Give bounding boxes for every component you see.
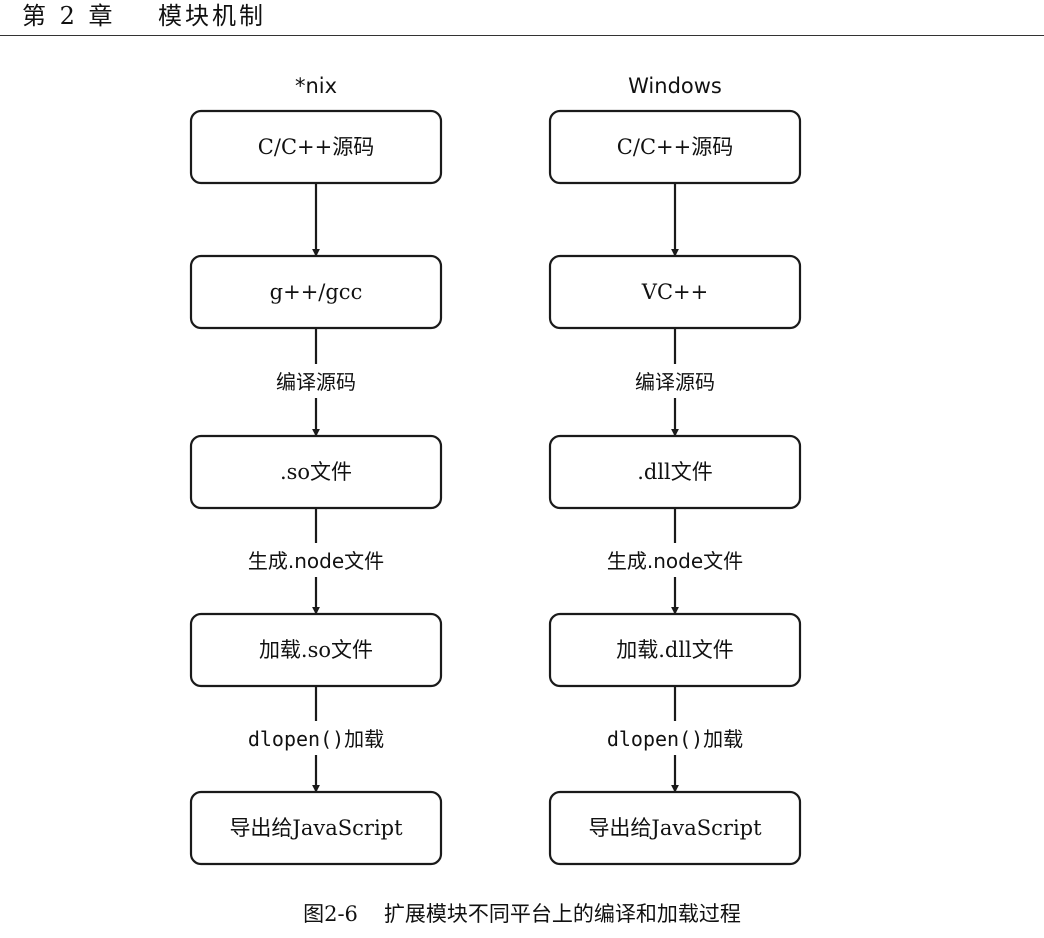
header-rule [0,35,1044,36]
flow-node-label-left-1: C/C++源码 [258,135,374,159]
chapter-number: 第 2 章 [22,2,116,30]
column-title-right: Windows [628,74,722,98]
flow-edge-label-left-3: 生成.node文件 [248,549,384,573]
flow-edge-label-left-2: 编译源码 [276,370,356,394]
flow-node-label-left-2: g++/gcc [270,280,363,304]
flow-node-label-right-3: .dll文件 [637,460,713,484]
flow-edge-code-left-4: dlopen() [248,727,344,751]
flow-edge-text-left-4: 加载 [344,727,384,751]
running-header: 第 2 章 模块机制 [22,0,266,32]
flow-edge-label-right-4: dlopen()加载 [607,727,743,751]
column-title-left: *nix [295,74,337,98]
figure-caption: 图2-6 扩展模块不同平台上的编译和加载过程 [0,898,1044,928]
flow-node-label-right-2: VC++ [641,280,708,304]
flow-node-label-right-5: 导出给JavaScript [588,816,762,840]
flow-node-label-left-5: 导出给JavaScript [229,816,403,840]
flow-node-label-left-3: .so文件 [280,460,352,484]
figure-caption-text: 扩展模块不同平台上的编译和加载过程 [383,902,741,926]
flow-edge-code-right-4: dlopen() [607,727,703,751]
flow-node-label-left-4: 加载.so文件 [259,638,373,662]
flow-edge-text-right-4: 加载 [703,727,743,751]
flow-node-label-right-4: 加载.dll文件 [616,638,734,662]
flow-edge-label-left-4: dlopen()加载 [248,727,384,751]
flow-node-label-right-1: C/C++源码 [617,135,733,159]
chapter-title: 模块机制 [158,2,267,30]
figure-number: 图2-6 [303,902,358,926]
flow-edge-label-right-2: 编译源码 [635,370,715,394]
flow-edge-label-right-3: 生成.node文件 [607,549,743,573]
